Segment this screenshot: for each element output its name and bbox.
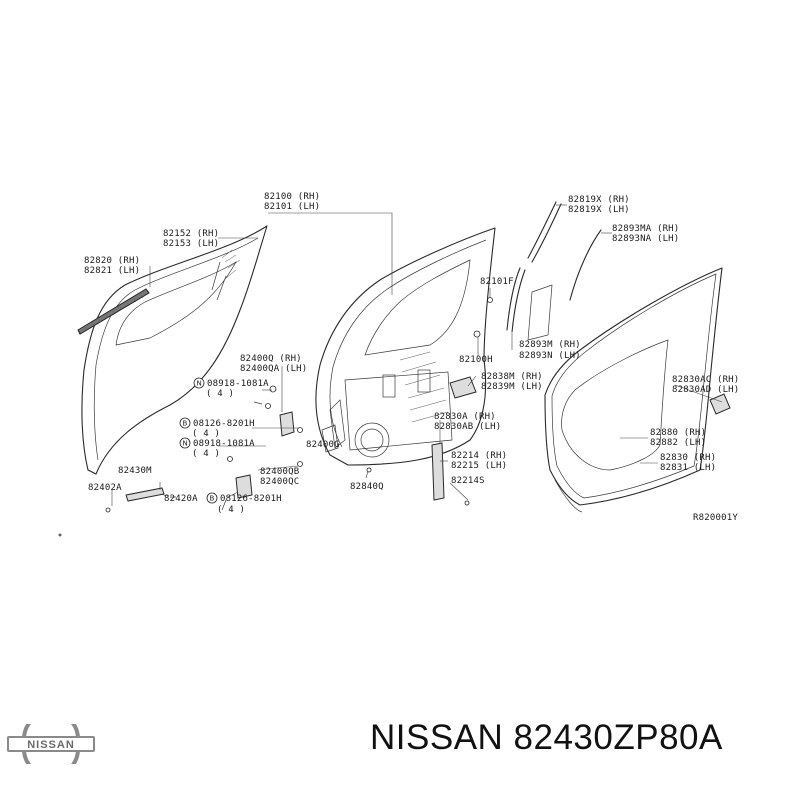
n-symbol (179, 437, 191, 449)
n-symbol-text: N (183, 440, 188, 448)
part-label: 82100H (459, 355, 493, 365)
part-label: 82838M (RH) (481, 372, 543, 382)
n-symbol (193, 377, 205, 389)
part-label: 82400QC (260, 477, 299, 487)
part-label: 82100 (RH) (264, 192, 320, 202)
part-label: 82830AC (RH) (672, 375, 739, 385)
part-label: 82215 (LH) (451, 461, 507, 471)
leader-lines (111, 204, 723, 506)
part-label: 82893N (LH) (519, 351, 581, 361)
part-label: 82400Q (RH) (240, 354, 302, 364)
bolt-qty: ( 4 ) (192, 449, 220, 459)
bolt-label: 08126-8201H (220, 494, 282, 504)
part-label: 82830A (RH) (434, 412, 496, 422)
outer-door-panel (81, 225, 268, 475)
door-weatherstrip (544, 267, 723, 513)
part-label: 82831 (LH) (660, 463, 716, 473)
part-label: 82400G (306, 440, 340, 450)
part-label: 82819X (LH) (568, 205, 630, 215)
bolt-label: 08126-8201H (193, 419, 255, 429)
bolt-label: 08918-1081A (193, 439, 255, 449)
part-label: 82402A (88, 483, 122, 493)
part-label: 82821 (LH) (84, 266, 140, 276)
fastener-symbols: N B N B (179, 377, 218, 504)
part-label: 82893M (RH) (519, 340, 581, 350)
part-label: 82101 (LH) (264, 202, 320, 212)
part-label: 82880 (RH) (650, 428, 706, 438)
part-label: 82430M (118, 466, 152, 476)
part-label: 82820 (RH) (84, 256, 140, 266)
part-number-caption: NISSAN 82430ZP80A (370, 718, 723, 757)
diagram-reference: R820001Y (693, 513, 738, 523)
nissan-logo: NISSAN (7, 724, 95, 764)
part-label: 82882 (LH) (650, 438, 706, 448)
part-label: 82893NA (LH) (612, 234, 679, 244)
part-label: 82153 (LH) (163, 239, 219, 249)
b-symbol-text: B (210, 495, 215, 503)
inner-door-frame (315, 227, 496, 466)
b-symbol (206, 492, 218, 504)
part-label: 82839M (LH) (481, 382, 543, 392)
part-label: 82400QA (LH) (240, 364, 307, 374)
logo-text: NISSAN (27, 739, 75, 751)
b-symbol (179, 417, 191, 429)
bolt-qty: ( 4 ) (192, 429, 220, 439)
part-label: 82819X (RH) (568, 195, 630, 205)
part-label: 82420A (164, 494, 198, 504)
part-label: 82101F (480, 277, 514, 287)
part-label: 82840Q (350, 482, 384, 492)
hinge-parts (58, 297, 731, 537)
outer-weatherstrip (77, 288, 150, 335)
part-label: 82214S (451, 476, 485, 486)
n-symbol-text: N (197, 380, 202, 388)
glass-run-strips (506, 201, 602, 341)
part-label: 82893MA (RH) (612, 224, 679, 234)
part-label: 82214 (RH) (451, 451, 507, 461)
bolt-qty: ( 4 ) (206, 389, 234, 399)
part-label: 82152 (RH) (163, 229, 219, 239)
part-label: 82830AD (LH) (672, 385, 739, 395)
b-symbol-text: B (183, 420, 188, 428)
part-label: 82830AB (LH) (434, 422, 501, 432)
part-labels: 82100 (RH) 82101 (LH) 82152 (RH) 82153 (… (84, 192, 739, 523)
part-label: 82400QB (260, 467, 299, 477)
part-label: 82830 (RH) (660, 453, 716, 463)
bolt-label: 08918-1081A (207, 379, 269, 389)
bolt-qty: ( 4 ) (217, 505, 245, 515)
